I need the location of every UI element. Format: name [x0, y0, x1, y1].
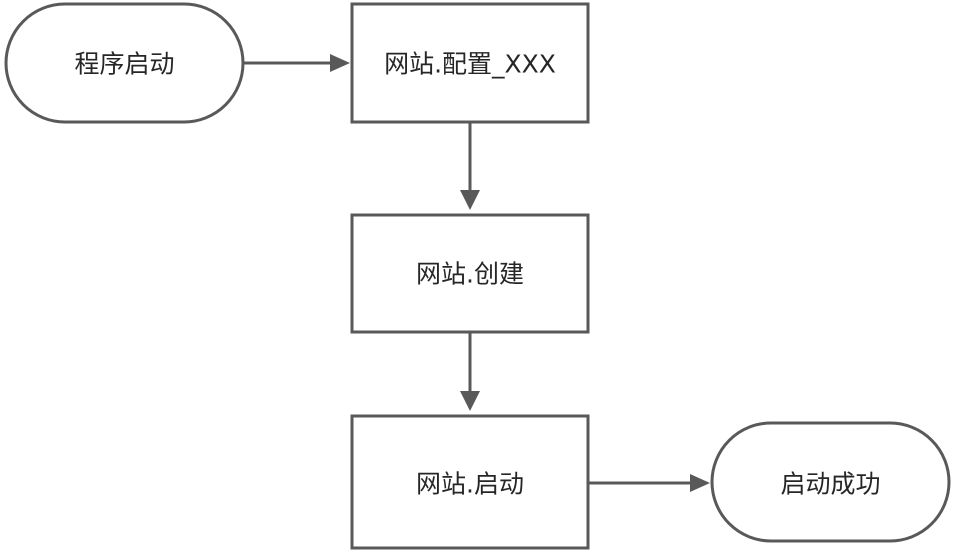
arrowhead-down-icon — [460, 391, 480, 411]
edge-create-to-launch — [460, 332, 480, 411]
success-node: 启动成功 — [710, 421, 951, 543]
arrowhead-right-icon — [330, 54, 350, 72]
config-node-label: 网站.配置_XXX — [384, 50, 556, 79]
edge-config-to-create — [460, 122, 480, 210]
arrowhead-down-icon — [460, 190, 480, 210]
start-node-label: 程序启动 — [74, 50, 174, 79]
start-node: 程序启动 — [4, 2, 245, 124]
launch-node-label: 网站.启动 — [416, 470, 524, 499]
launch-node: 网站.启动 — [350, 414, 590, 550]
config-node: 网站.配置_XXX — [350, 2, 590, 124]
success-node-label: 启动成功 — [780, 470, 880, 499]
create-node: 网站.创建 — [350, 213, 590, 334]
arrowhead-right-icon — [690, 474, 710, 492]
create-node-label: 网站.创建 — [416, 260, 524, 289]
edge-start-to-config — [243, 54, 350, 72]
edge-launch-to-success — [588, 474, 710, 492]
